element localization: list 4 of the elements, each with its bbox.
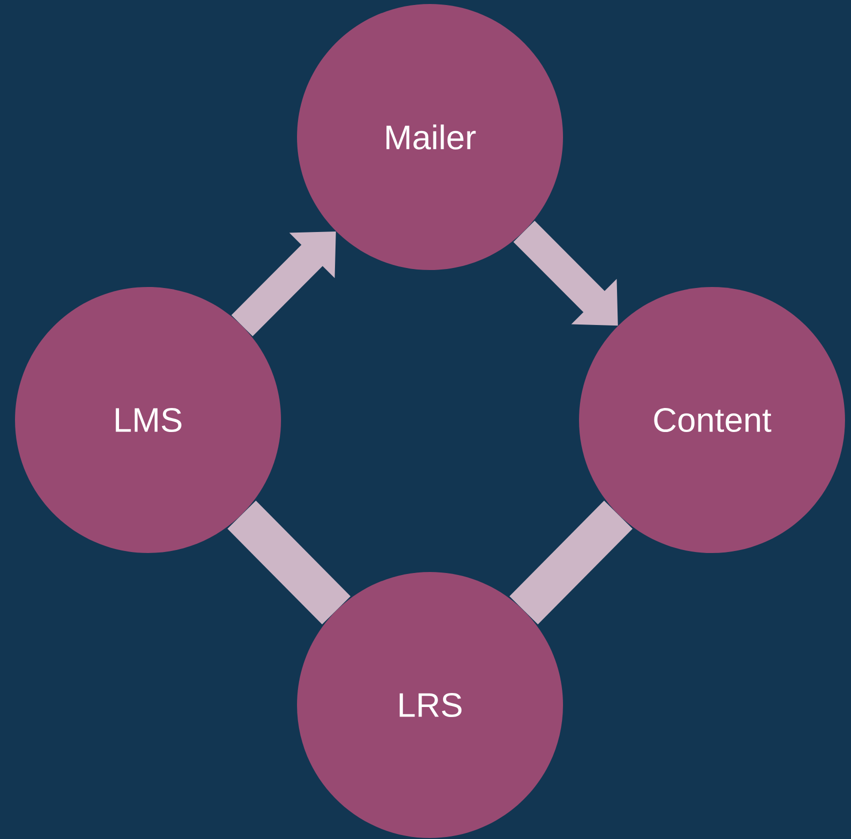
circle-node: LRS xyxy=(297,572,563,838)
circle-node: LMS xyxy=(15,287,281,553)
circle-node: Mailer xyxy=(297,4,563,270)
circle-node: Content xyxy=(579,287,845,553)
